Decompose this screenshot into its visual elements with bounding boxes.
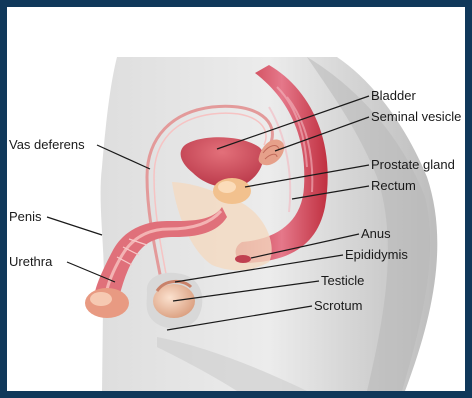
label-epididymis: Epididymis — [345, 247, 408, 262]
anatomy-diagram: Bladder Seminal vesicle Prostate gland R… — [7, 7, 465, 391]
label-penis: Penis — [9, 209, 42, 224]
penis-leader — [47, 217, 102, 235]
label-rectum: Rectum — [371, 178, 416, 193]
label-bladder: Bladder — [371, 88, 416, 103]
anus — [235, 255, 251, 263]
label-prostate-gland: Prostate gland — [371, 157, 455, 172]
label-urethra: Urethra — [9, 254, 53, 269]
label-seminal-vesicle: Seminal vesicle — [371, 109, 461, 124]
diagram-frame: Bladder Seminal vesicle Prostate gland R… — [7, 7, 465, 391]
label-scrotum: Scrotum — [314, 298, 362, 313]
glans-highlight — [90, 292, 112, 306]
prostate-highlight — [218, 181, 236, 193]
label-vas-deferens: Vas deferens — [9, 137, 85, 152]
label-anus: Anus — [361, 226, 391, 241]
label-testicle: Testicle — [321, 273, 364, 288]
